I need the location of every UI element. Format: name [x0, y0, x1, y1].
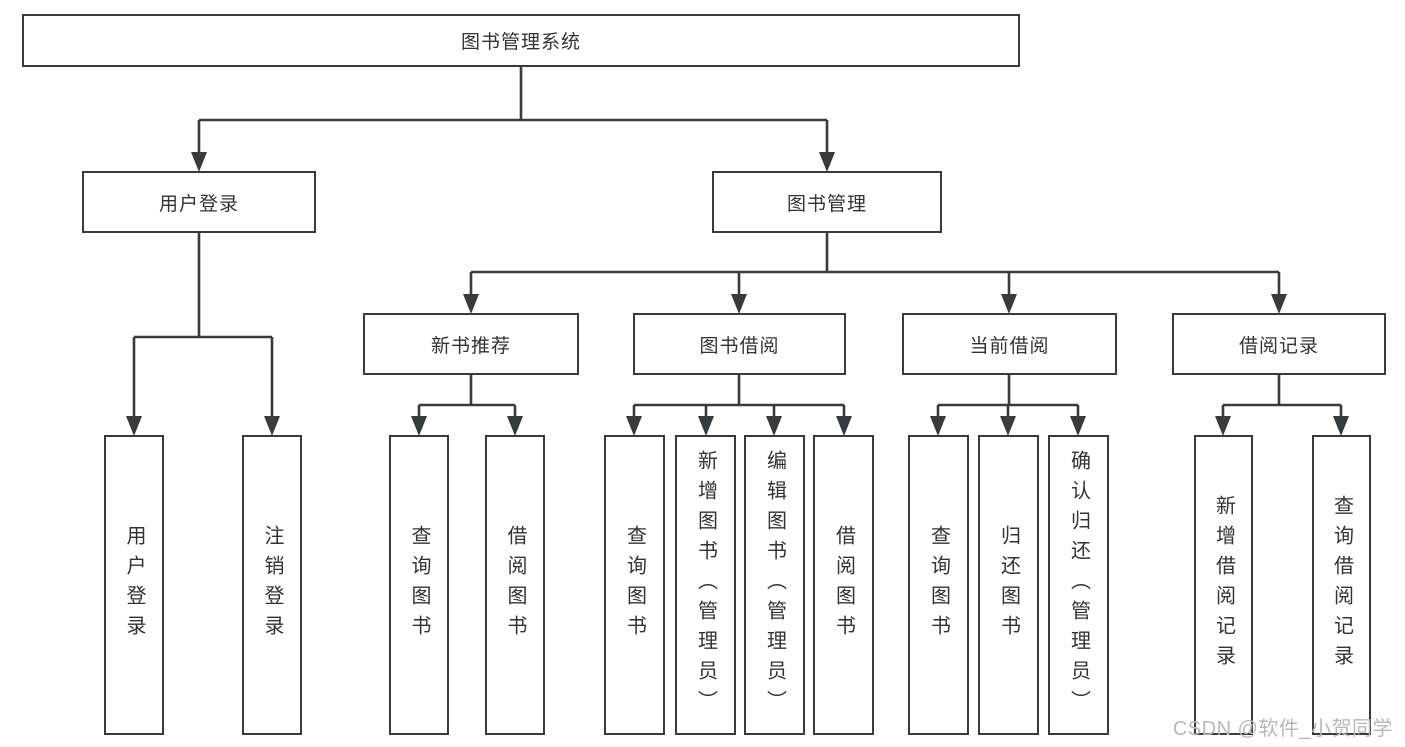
arrowhead-icon	[1215, 416, 1231, 436]
arrowhead-icon	[264, 416, 280, 436]
node-label: 注销登录	[261, 525, 283, 645]
leaf-query-books-3: 查询图书	[908, 435, 969, 735]
node-label: 图书管理	[786, 193, 867, 215]
arrowhead-icon	[1001, 294, 1017, 314]
node-new-book-recommend: 新书推荐	[363, 313, 579, 375]
arrowhead-icon	[1070, 416, 1086, 436]
node-label: 查询图书	[408, 525, 430, 645]
node-label: 用户登录	[123, 525, 145, 645]
leaf-edit-books-admin: 编辑图书（管理员）	[744, 435, 805, 735]
node-label: 新增图书（管理员）	[694, 450, 717, 720]
arrowhead-icon	[836, 416, 852, 436]
arrowhead-icon	[507, 416, 523, 436]
node-label: 新增借阅记录	[1212, 495, 1235, 675]
connector-book-borrow	[632, 375, 846, 418]
node-label: 查询图书	[927, 525, 950, 645]
leaf-borrow-books-1: 借阅图书	[485, 435, 545, 735]
arrowhead-icon	[731, 294, 747, 314]
leaf-add-borrow-record: 新增借阅记录	[1194, 435, 1253, 735]
node-label: 确认归还（管理员）	[1067, 450, 1090, 720]
node-label: 归还图书	[997, 525, 1020, 645]
connector-root-trunk	[197, 67, 829, 154]
arrowhead-icon	[698, 416, 714, 436]
leaf-user-login: 用户登录	[104, 435, 164, 735]
leaf-query-books-1: 查询图书	[389, 435, 449, 735]
node-label: 用户登录	[158, 193, 239, 215]
node-label: 编辑图书（管理员）	[763, 450, 786, 720]
leaf-logout: 注销登录	[242, 435, 302, 735]
arrowhead-icon	[191, 152, 207, 172]
node-book-management: 图书管理	[712, 171, 942, 233]
csdn-watermark: CSDN @软件_小贺同学	[1172, 718, 1393, 740]
arrowhead-icon	[411, 416, 427, 436]
leaf-query-borrow-record: 查询借阅记录	[1312, 435, 1371, 735]
leaf-borrow-books-2: 借阅图书	[813, 435, 874, 735]
connector-borrow-records	[1221, 375, 1343, 418]
connector-user-login	[132, 233, 274, 418]
arrowhead-icon	[1000, 416, 1016, 436]
arrowhead-icon	[819, 152, 835, 172]
connector-new-book	[417, 375, 517, 418]
connector-current-borrow	[936, 375, 1080, 418]
arrowhead-icon	[126, 416, 142, 436]
leaf-add-books-admin: 新增图书（管理员）	[675, 435, 736, 735]
leaf-query-books-2: 查询图书	[604, 435, 665, 735]
arrowhead-icon	[1271, 294, 1287, 314]
node-label: 借阅图书	[504, 525, 526, 645]
arrowhead-icon	[626, 416, 642, 436]
node-user-login: 用户登录	[82, 171, 316, 233]
arrowhead-icon	[463, 294, 479, 314]
node-label: 借阅记录	[1238, 335, 1319, 357]
node-label: 查询图书	[623, 525, 646, 645]
arrowhead-icon	[930, 416, 946, 436]
node-label: 新书推荐	[430, 335, 511, 357]
arrowhead-icon	[1333, 416, 1349, 436]
node-label: 查询借阅记录	[1330, 495, 1353, 675]
node-current-borrow: 当前借阅	[902, 313, 1117, 375]
node-label: 图书借阅	[699, 335, 780, 357]
leaf-confirm-return-admin: 确认归还（管理员）	[1048, 435, 1109, 735]
node-book-borrow: 图书借阅	[633, 313, 846, 375]
connector-book-management	[469, 233, 1281, 296]
arrowhead-icon	[766, 416, 782, 436]
node-borrow-records: 借阅记录	[1172, 313, 1386, 375]
node-label: 借阅图书	[832, 525, 855, 645]
node-label: 图书管理系统	[460, 32, 581, 53]
node-label: 当前借阅	[969, 335, 1050, 357]
leaf-return-books: 归还图书	[978, 435, 1039, 735]
node-root-system: 图书管理系统	[22, 14, 1020, 67]
